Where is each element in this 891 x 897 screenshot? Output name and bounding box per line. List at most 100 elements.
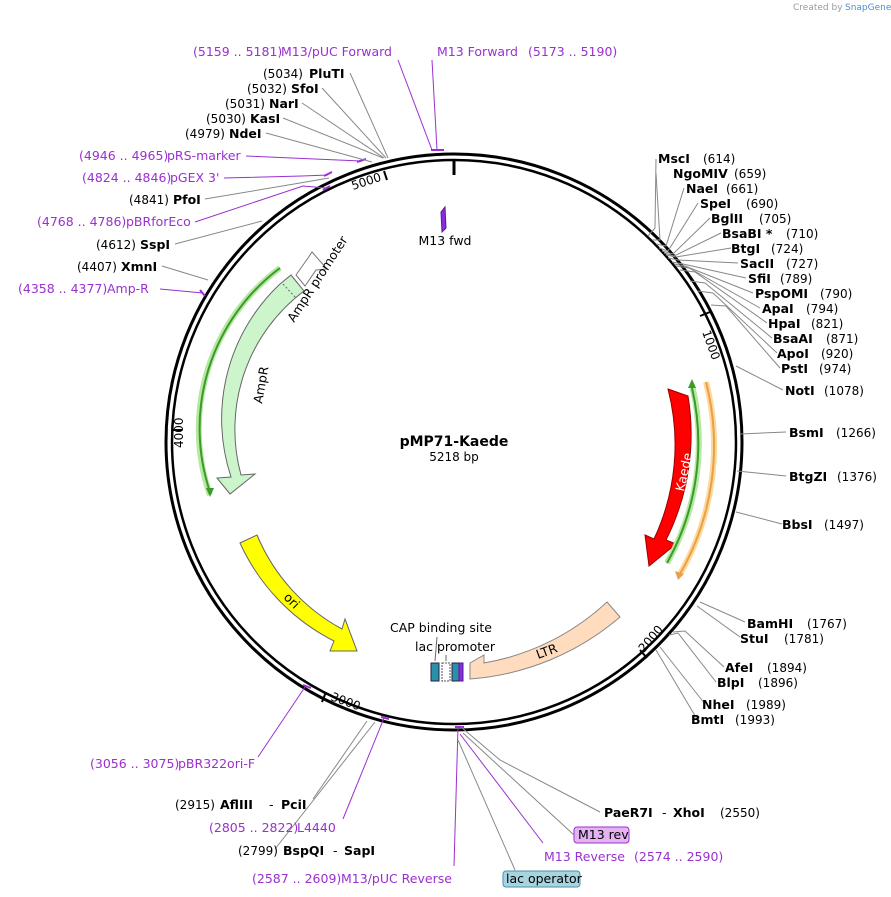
lac-promoter-label: lac promoter (415, 639, 496, 654)
svg-text:(1266): (1266) (836, 426, 876, 440)
enzyme-xhoi[interactable]: XhoI (673, 805, 705, 820)
enzyme-labels-left: (5034) PluTI (5032) SfoI (5031) NarI (50… (77, 66, 345, 274)
enzyme-stui[interactable]: StuI (740, 631, 769, 646)
svg-text:(1497): (1497) (824, 518, 864, 532)
svg-text:(5030): (5030) (206, 112, 246, 126)
primer-leaders (159, 59, 544, 867)
svg-text:(1078): (1078) (824, 384, 864, 398)
enzyme-bsaai[interactable]: BsaAI (773, 331, 813, 346)
m13-rev-arrow[interactable] (458, 662, 464, 682)
enzyme-apai[interactable]: ApaI (762, 301, 794, 316)
primer-m13-reverse[interactable]: M13 Reverse (544, 849, 625, 864)
enzyme-xmni[interactable]: XmnI (121, 259, 157, 274)
enzyme-ngomiv[interactable]: NgoMIV (673, 166, 728, 181)
ampr-promoter-arrow[interactable] (295, 251, 329, 287)
enzyme-ndei[interactable]: NdeI (229, 126, 262, 141)
svg-text:(4824 .. 4846): (4824 .. 4846) (82, 170, 171, 185)
tick-5000: 5000 (350, 170, 383, 193)
credit-text: Created by (793, 3, 843, 13)
tick-2000-mark (639, 649, 648, 659)
enzyme-leaders (161, 72, 787, 871)
enzyme-sfoi[interactable]: SfoI (291, 81, 319, 96)
amp-r-green-head (206, 488, 214, 497)
svg-text:-: - (269, 797, 274, 812)
svg-text:5000: 5000 (350, 170, 383, 193)
svg-text:(871): (871) (826, 332, 858, 346)
kaede-green-head (688, 379, 696, 388)
enzyme-btgzi[interactable]: BtgZI (789, 469, 827, 484)
svg-text:(614): (614) (703, 152, 735, 166)
svg-text:(3056 .. 3075): (3056 .. 3075) (90, 756, 179, 771)
enzyme-bglii[interactable]: BglII (711, 211, 743, 226)
svg-text:(4358 .. 4377): (4358 .. 4377) (18, 281, 107, 296)
enzyme-labels-right: MscI (614) NgoMIV (659) NaeI (661) SpeI … (658, 151, 877, 727)
enzyme-paer7i[interactable]: PaeR7I (604, 805, 653, 820)
enzyme-apoi[interactable]: ApoI (777, 346, 809, 361)
enzyme-labels-bottom: (2915) AflIII - PciI (2799) BspQI - SapI… (175, 797, 760, 858)
enzyme-noti[interactable]: NotI (785, 383, 815, 398)
enzyme-blpi[interactable]: BlpI (717, 675, 744, 690)
enzyme-pluti[interactable]: PluTI (309, 66, 345, 81)
enzyme-bsabi[interactable]: BsaBI * (722, 226, 773, 241)
svg-text:(4841): (4841) (129, 193, 169, 207)
enzyme-psti[interactable]: PstI (781, 361, 808, 376)
ori-arrow[interactable] (239, 534, 358, 652)
enzyme-sacii[interactable]: SacII (740, 256, 774, 271)
svg-text:(5032): (5032) (247, 82, 287, 96)
tick-1000-mark (699, 311, 711, 317)
primer-l4440[interactable]: L4440 (297, 820, 336, 835)
lac-operator-box[interactable] (451, 662, 460, 682)
enzyme-pcii[interactable]: PciI (281, 797, 307, 812)
primer-m13-puc-reverse[interactable]: M13/pUC Reverse (341, 871, 452, 886)
lac-promoter-box[interactable] (441, 662, 451, 682)
lac-operator-label-box[interactable] (502, 870, 581, 888)
enzyme-naei[interactable]: NaeI (686, 181, 718, 196)
enzyme-spei[interactable]: SpeI (700, 196, 731, 211)
primer-pbrforeco[interactable]: pBRforEco (126, 214, 191, 229)
enzyme-nhei[interactable]: NheI (702, 697, 735, 712)
enzyme-sapi[interactable]: SapI (344, 843, 375, 858)
enzyme-msci[interactable]: MscI (658, 151, 690, 166)
enzyme-nari[interactable]: NarI (269, 96, 299, 111)
m13-fwd-label: M13 fwd (418, 233, 471, 248)
cap-site-box[interactable] (430, 662, 440, 682)
svg-text:(1993): (1993) (735, 713, 775, 727)
enzyme-sfii[interactable]: SfiI (748, 271, 771, 286)
tick-4000: 4000 (172, 417, 186, 448)
enzyme-bsmi[interactable]: BsmI (789, 425, 824, 440)
primer-m13-puc-forward[interactable]: M13/pUC Forward (281, 44, 392, 59)
enzyme-kasi[interactable]: KasI (250, 111, 280, 126)
orange-arrow-core (679, 381, 716, 575)
primer-m13-forward[interactable]: M13 Forward (437, 44, 518, 59)
svg-text:LTR: LTR (534, 640, 560, 662)
enzyme-hpai[interactable]: HpaI (768, 316, 801, 331)
m13-fwd-arrow[interactable] (440, 205, 447, 234)
svg-text:(1989): (1989) (746, 698, 786, 712)
plasmid-length: 5218 bp (429, 450, 479, 464)
enzyme-sspi[interactable]: SspI (140, 237, 170, 252)
enzyme-pspomi[interactable]: PspOMI (755, 286, 808, 301)
enzyme-bspqi[interactable]: BspQI (283, 843, 324, 858)
svg-text:-: - (662, 805, 667, 820)
enzyme-afliii[interactable]: AflIII (220, 797, 253, 812)
enzyme-bmti[interactable]: BmtI (691, 712, 724, 727)
ampr-promoter-overlap (282, 283, 297, 299)
svg-text:(4946 .. 4965): (4946 .. 4965) (79, 148, 168, 163)
kaede-arrow[interactable] (644, 388, 692, 567)
svg-text:(705): (705) (759, 212, 791, 226)
primer-amp-r[interactable]: Amp-R (107, 281, 149, 296)
enzyme-bamhi[interactable]: BamHI (747, 616, 793, 631)
primer-pbr322ori-f[interactable]: pBR322ori-F (178, 756, 255, 771)
kaede-green-arrow-core (666, 387, 700, 564)
orange-head (675, 571, 684, 580)
svg-text:(5159 .. 5181): (5159 .. 5181) (193, 44, 282, 59)
enzyme-bbsi[interactable]: BbsI (782, 517, 813, 532)
enzyme-btgi[interactable]: BtgI (731, 241, 760, 256)
enzyme-pfoi[interactable]: PfoI (173, 192, 201, 207)
svg-text:(2915): (2915) (175, 798, 215, 812)
primer-pgex3[interactable]: pGEX 3' (170, 170, 219, 185)
enzyme-afei[interactable]: AfeI (725, 660, 753, 675)
primer-prs-marker[interactable]: pRS-marker (167, 148, 242, 163)
ltr-arrow[interactable] (469, 601, 621, 680)
svg-text:(4407): (4407) (77, 260, 117, 274)
